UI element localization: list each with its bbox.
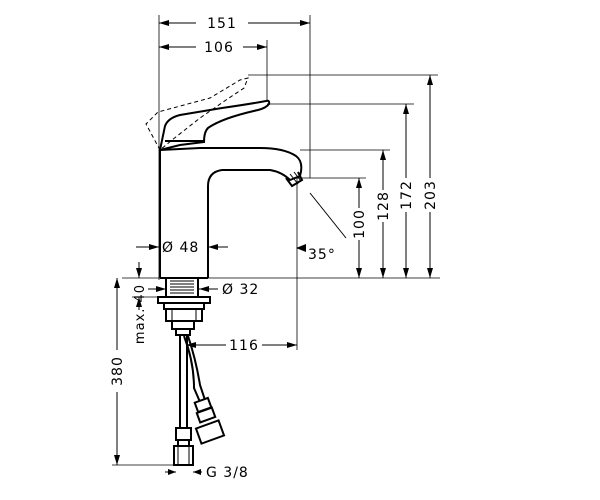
dim-thread-g38: G 3/8	[206, 465, 249, 481]
faucet-lever-alt-position	[145, 77, 249, 151]
dim-max-40: max. 40	[133, 284, 148, 344]
faucet-body	[159, 147, 304, 279]
dim-100: 100	[352, 209, 368, 239]
dim-203: 203	[423, 180, 439, 210]
dim-diameter-48: Ø 48	[162, 240, 199, 256]
dim-172: 172	[399, 180, 415, 210]
hose-fitting-bottom	[173, 427, 194, 466]
dimension-lines	[114, 20, 433, 475]
mounting-assembly	[157, 277, 211, 336]
dimension-labels: 151 106 203 172 128 100 35° Ø 48 Ø 32 11…	[110, 16, 439, 481]
dim-380: 380	[110, 356, 126, 386]
dim-angle-35: 35°	[308, 247, 336, 263]
dim-128: 128	[376, 191, 392, 221]
dim-116: 116	[229, 338, 259, 354]
dim-106: 106	[204, 40, 234, 56]
faucet-lever	[158, 99, 271, 152]
dim-diameter-32: Ø 32	[222, 282, 259, 298]
supply-hoses	[179, 335, 206, 428]
dim-151: 151	[207, 16, 237, 32]
hose-fitting-angled	[193, 396, 226, 445]
